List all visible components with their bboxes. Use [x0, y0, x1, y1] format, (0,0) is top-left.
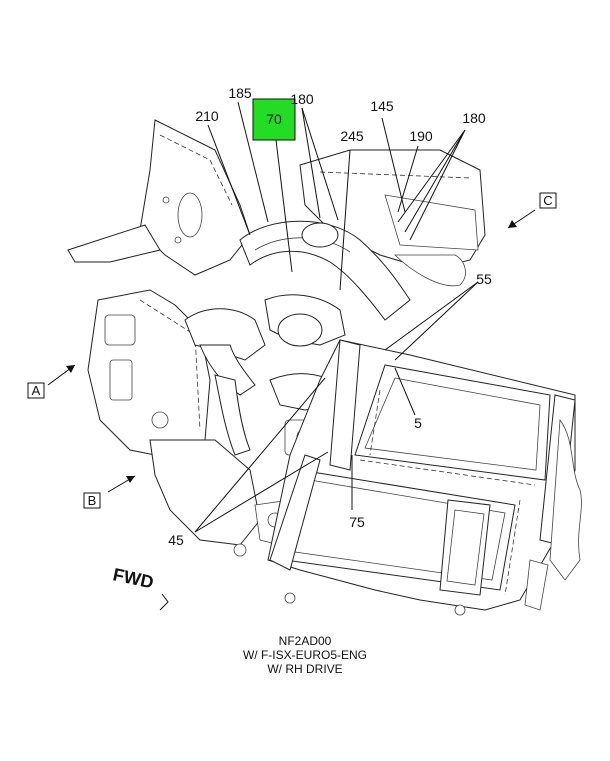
- callout-180-right[interactable]: 180: [462, 110, 486, 126]
- caption-line-3: W/ RH DRIVE: [267, 662, 343, 676]
- callout-70[interactable]: 70: [266, 111, 282, 127]
- callout-145[interactable]: 145: [370, 98, 394, 114]
- drawing-caption: NF2AD00 W/ F-ISX-EURO5-ENG W/ RH DRIVE: [0, 634, 610, 676]
- caption-line-2: W/ F-ISX-EURO5-ENG: [242, 648, 367, 662]
- view-label-b: B: [88, 493, 97, 508]
- callout-45[interactable]: 45: [168, 532, 184, 548]
- callout-185[interactable]: 185: [228, 85, 252, 101]
- forward-direction-indicator: FWD: [111, 564, 169, 611]
- upper-bracket-panel: [67, 119, 251, 276]
- callout-190[interactable]: 190: [409, 128, 433, 144]
- callout-180-left[interactable]: 180: [290, 91, 314, 107]
- view-label-a: A: [32, 383, 41, 398]
- air-cleaner-housing: [299, 149, 486, 287]
- callout-75[interactable]: 75: [349, 514, 365, 530]
- right-side-panel: [549, 418, 582, 581]
- callout-210[interactable]: 210: [195, 108, 219, 124]
- callout-245[interactable]: 245: [340, 128, 364, 144]
- view-arrow-c: [507, 209, 536, 229]
- view-label-b-box: B: [83, 492, 101, 509]
- highlighted-part-70[interactable]: 70: [252, 98, 296, 141]
- view-arrow-b: [107, 475, 136, 493]
- view-label-a-box: A: [27, 382, 45, 399]
- view-label-c-box: C: [539, 192, 557, 209]
- fwd-arrow-icon: [159, 593, 169, 611]
- caption-line-1: NF2AD00: [278, 634, 332, 648]
- view-label-c: C: [543, 193, 552, 208]
- callout-55[interactable]: 55: [476, 271, 492, 287]
- view-arrow-a: [47, 364, 76, 386]
- leader-lines: [194, 101, 479, 533]
- fwd-label: FWD: [111, 564, 155, 592]
- callout-5[interactable]: 5: [414, 415, 422, 431]
- radiator-frame: [267, 339, 576, 616]
- engine-block-left: [87, 289, 211, 461]
- intake-pipe: [239, 220, 411, 321]
